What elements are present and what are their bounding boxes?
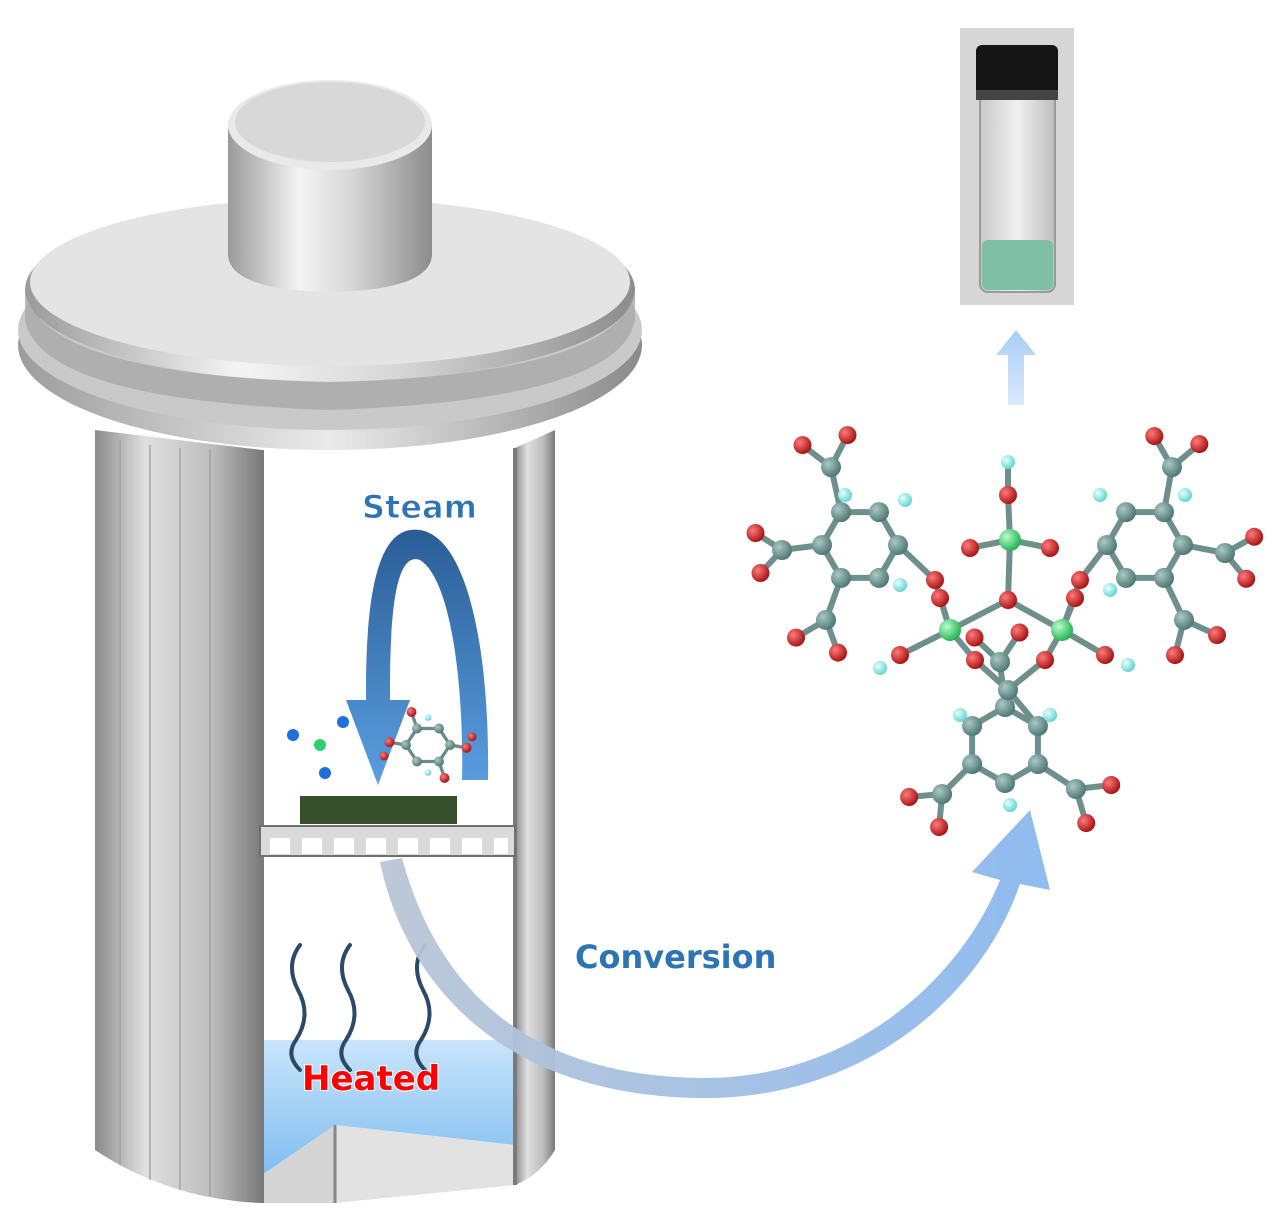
steam-label: Steam: [362, 488, 477, 526]
hydrogen-atom: [838, 488, 852, 502]
hydrogen-atom: [1103, 583, 1117, 597]
vessel-wall-grooves: [119, 440, 241, 1200]
oxygen-atom: [1102, 776, 1121, 794]
carbon-atom: [995, 773, 1015, 793]
vessel-left-wall: [95, 430, 262, 1203]
oxygen-atom: [1077, 814, 1096, 832]
oxygen-atom: [961, 539, 979, 557]
carbon-atom: [932, 784, 953, 804]
oxygen-atom: [751, 564, 770, 582]
heat-wave-icon: [289, 943, 432, 1072]
carbon-atom: [831, 567, 851, 588]
hydrogen-atom: [1093, 488, 1107, 502]
molecular-cluster-icon: [746, 426, 1264, 836]
oxygen-atom: [1096, 646, 1114, 664]
oxygen-atom: [1036, 651, 1054, 669]
hydrogen-atom: [1121, 658, 1135, 672]
oxygen-atom: [787, 628, 805, 647]
carbon-atom: [995, 697, 1015, 717]
carbon-atom: [1154, 502, 1174, 523]
oxygen-atom: [965, 628, 984, 647]
carbon-atom: [869, 502, 889, 523]
oxygen-atom: [1166, 646, 1184, 665]
oxygen-atom: [966, 651, 984, 669]
oxygen-atom: [829, 643, 847, 662]
vial-photo-icon: [960, 28, 1074, 305]
lid-knob: [228, 125, 432, 292]
carbon-atom: [1116, 502, 1136, 523]
steam-cycle-arrow-icon: [346, 529, 489, 785]
oxygen-atom: [1010, 623, 1029, 642]
carbon-atom: [990, 652, 1010, 672]
carbon-atom: [772, 540, 792, 560]
oxygen-atom: [1145, 427, 1164, 446]
hydrogen-atom: [1001, 455, 1015, 469]
conversion-label: Conversion: [575, 938, 776, 976]
oxygen-atom: [746, 524, 765, 542]
carbon-atom: [1097, 535, 1117, 555]
carbon-atom: [962, 716, 983, 736]
linker-molecule-icon: [379, 707, 477, 783]
autoclave-vessel-icon: [18, 80, 642, 1203]
hydrogen-atom: [893, 578, 907, 592]
hydrogen-atom: [873, 661, 887, 675]
carbon-atom: [869, 567, 889, 588]
oxygen-atom: [900, 788, 919, 806]
carbon-atom: [1215, 543, 1235, 563]
oxygen-atom: [1190, 435, 1209, 454]
sample-holder-plate: [259, 825, 516, 857]
oxygen-atom: [1208, 626, 1226, 645]
oxygen-atom: [926, 571, 944, 589]
heated-water: [262, 1040, 515, 1175]
oxygen-atom: [930, 818, 949, 836]
hydrogen-atom: [1043, 708, 1057, 722]
metal-atom: [1051, 619, 1073, 641]
carbon-atom: [812, 535, 832, 555]
precursor-film: [300, 796, 457, 824]
carbon-atom: [816, 609, 836, 630]
carbon-atom: [831, 502, 851, 523]
hydrogen-atom: [898, 493, 912, 507]
hydrogen-atom: [953, 708, 967, 722]
oxygen-atom: [1071, 571, 1089, 589]
metal-atom: [999, 529, 1021, 551]
carbon-atom: [1162, 457, 1182, 478]
oxygen-atom: [838, 426, 857, 445]
vial-powder: [982, 240, 1053, 290]
metal-ion-icons: [287, 716, 349, 779]
carbon-atom: [1116, 567, 1136, 588]
carbon-atom: [998, 680, 1018, 700]
oxygen-atom: [1041, 539, 1059, 557]
carbon-atom: [1027, 716, 1048, 736]
oxygen-atom: [999, 591, 1017, 609]
carbon-atom: [1154, 567, 1174, 588]
carbon-atom: [1065, 779, 1086, 799]
oxygen-atom: [931, 589, 949, 607]
carbon-atom: [821, 457, 841, 478]
heated-label: Heated: [302, 1059, 440, 1099]
oxygen-atom: [793, 436, 812, 455]
hydrogen-atom: [1003, 798, 1017, 812]
oxygen-atom: [1245, 527, 1264, 546]
carbon-atom: [888, 535, 908, 555]
conversion-arrow-icon: [380, 810, 1050, 1099]
oxygen-atom: [891, 646, 909, 664]
carbon-atom: [1174, 609, 1194, 630]
oxygen-atom: [1237, 569, 1256, 588]
metal-atom: [939, 619, 961, 641]
up-arrow-icon: [996, 330, 1036, 405]
carbon-atom: [1027, 754, 1048, 774]
carbon-atom: [1173, 535, 1193, 555]
carbon-atom: [962, 754, 983, 774]
oxygen-atom: [1066, 589, 1084, 607]
inner-floor: [335, 1125, 515, 1203]
oxygen-atom: [999, 486, 1017, 504]
cutaway-notch: [262, 1125, 335, 1203]
hydrogen-atom: [1178, 488, 1192, 502]
vessel-right-wall: [515, 430, 555, 1185]
